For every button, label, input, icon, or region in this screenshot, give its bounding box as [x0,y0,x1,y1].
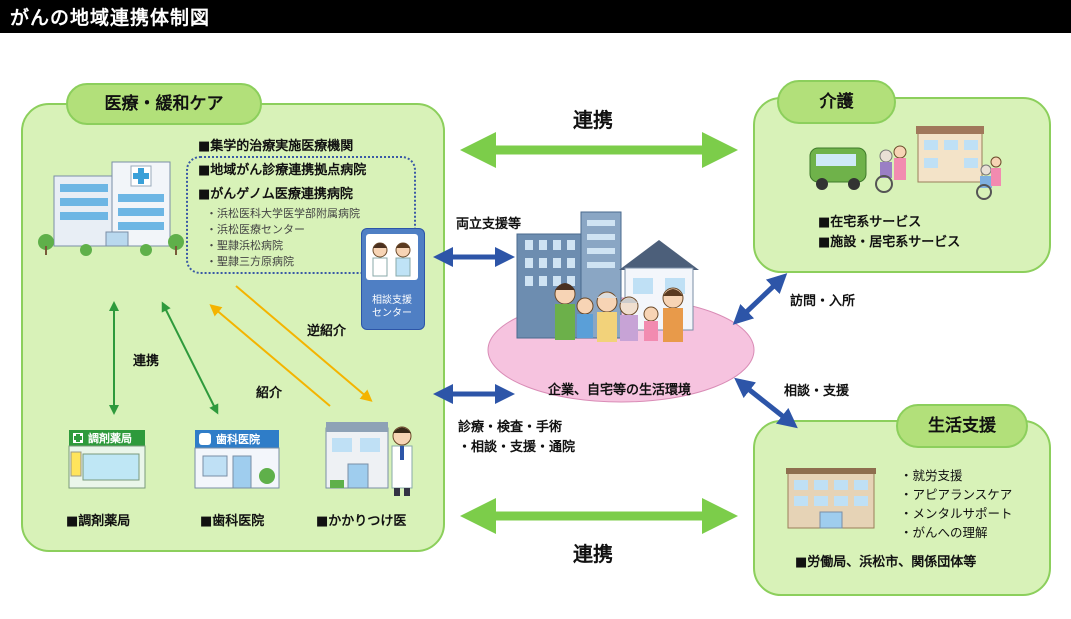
hospital-item: ・浜松医療センター [206,223,305,236]
care-services: ■在宅系サービス ■施設・居宅系サービス [818,213,960,253]
visit-label: 訪問・入所 [790,294,856,309]
visit-arrow [732,273,788,325]
pharmacy-label: ■調剤薬局 [66,514,131,529]
staff-icon [366,234,418,280]
pharmacy-sign-label: 調剤薬局 [88,432,132,445]
environment-label: 企業、自宅等の生活環境 [548,383,692,398]
care-facility-icon [809,126,1002,200]
care-header: 介護 [777,80,896,124]
institution-item: ■がんゲノム医療連携病院 [198,187,353,202]
hospital-building-icon [38,161,184,256]
institution-item: ■集学的治療実施医療機関 [198,139,354,154]
gp-label: ■かかりつけ医 [316,514,407,529]
medical-header: 医療・緩和ケア [66,83,262,125]
link-label: 連携 [133,354,160,369]
life-support-item: ・アピアランスケア [900,487,1013,502]
office-building-icon [786,468,876,529]
life-support-item: ・メンタルサポート [900,506,1013,521]
life-header: 生活支援 [896,404,1028,448]
referral-label: 紹介 [256,386,283,401]
reverse-referral-label: 逆紹介 [307,324,347,339]
care-service-item: ■在宅系サービス [818,215,922,230]
hospital-group-outline [186,156,416,274]
dental-label: ■歯科医院 [200,514,265,529]
life-support-item: ・就労支援 [900,468,963,483]
hospital-list: ・浜松医科大学医学部附属病院 ・浜松医療センター ・聖隷浜松病院 ・聖隷三方原病… [206,206,360,270]
life-support-item: ・がんへの理解 [900,525,988,540]
hospital-item: ・聖隷浜松病院 [206,239,283,252]
exam-label: 診療・検査・手術 ・相談・支援・通院 [458,420,576,455]
referral-arrow [209,304,331,407]
consult-support-label: 相談・支援 [784,384,850,399]
top-link-label: 連携 [573,108,613,132]
consult-support-arrow [734,377,798,429]
city-family-icon [516,211,699,342]
hospital-item: ・聖隷三方原病院 [206,255,294,268]
dental-clinic-icon [194,430,280,489]
care-service-item: ■施設・居宅系サービス [818,235,961,250]
bottom-link-label: 連携 [573,542,613,566]
dental-link-arrow [161,301,219,415]
reverse-referral-arrow [235,285,373,402]
institution-list: ■集学的治療実施医療機関 ■地域がん診療連携拠点病院 ■がんゲノム医療連携病院 [198,135,366,207]
hospital-item: ・浜松医科大学医学部附属病院 [206,207,360,220]
page-title: がんの地域連携体制図 [0,0,1071,33]
pharmacy-building-icon [68,430,146,489]
life-support-list: ・就労支援 ・アピアランスケア ・メンタルサポート ・がんへの理解 [900,466,1013,542]
consult-center-label: 相談支援 センター [372,295,412,319]
institution-item: ■地域がん診療連携拠点病院 [198,163,367,178]
life-orgs: ■労働局、浜松市、関係団体等 [795,555,977,570]
dental-sign-label: 歯科医院 [216,433,260,446]
care-panel [753,97,1051,273]
balance-support-label: 両立支援等 [456,217,522,232]
clinic-doctor-icon [325,422,413,496]
